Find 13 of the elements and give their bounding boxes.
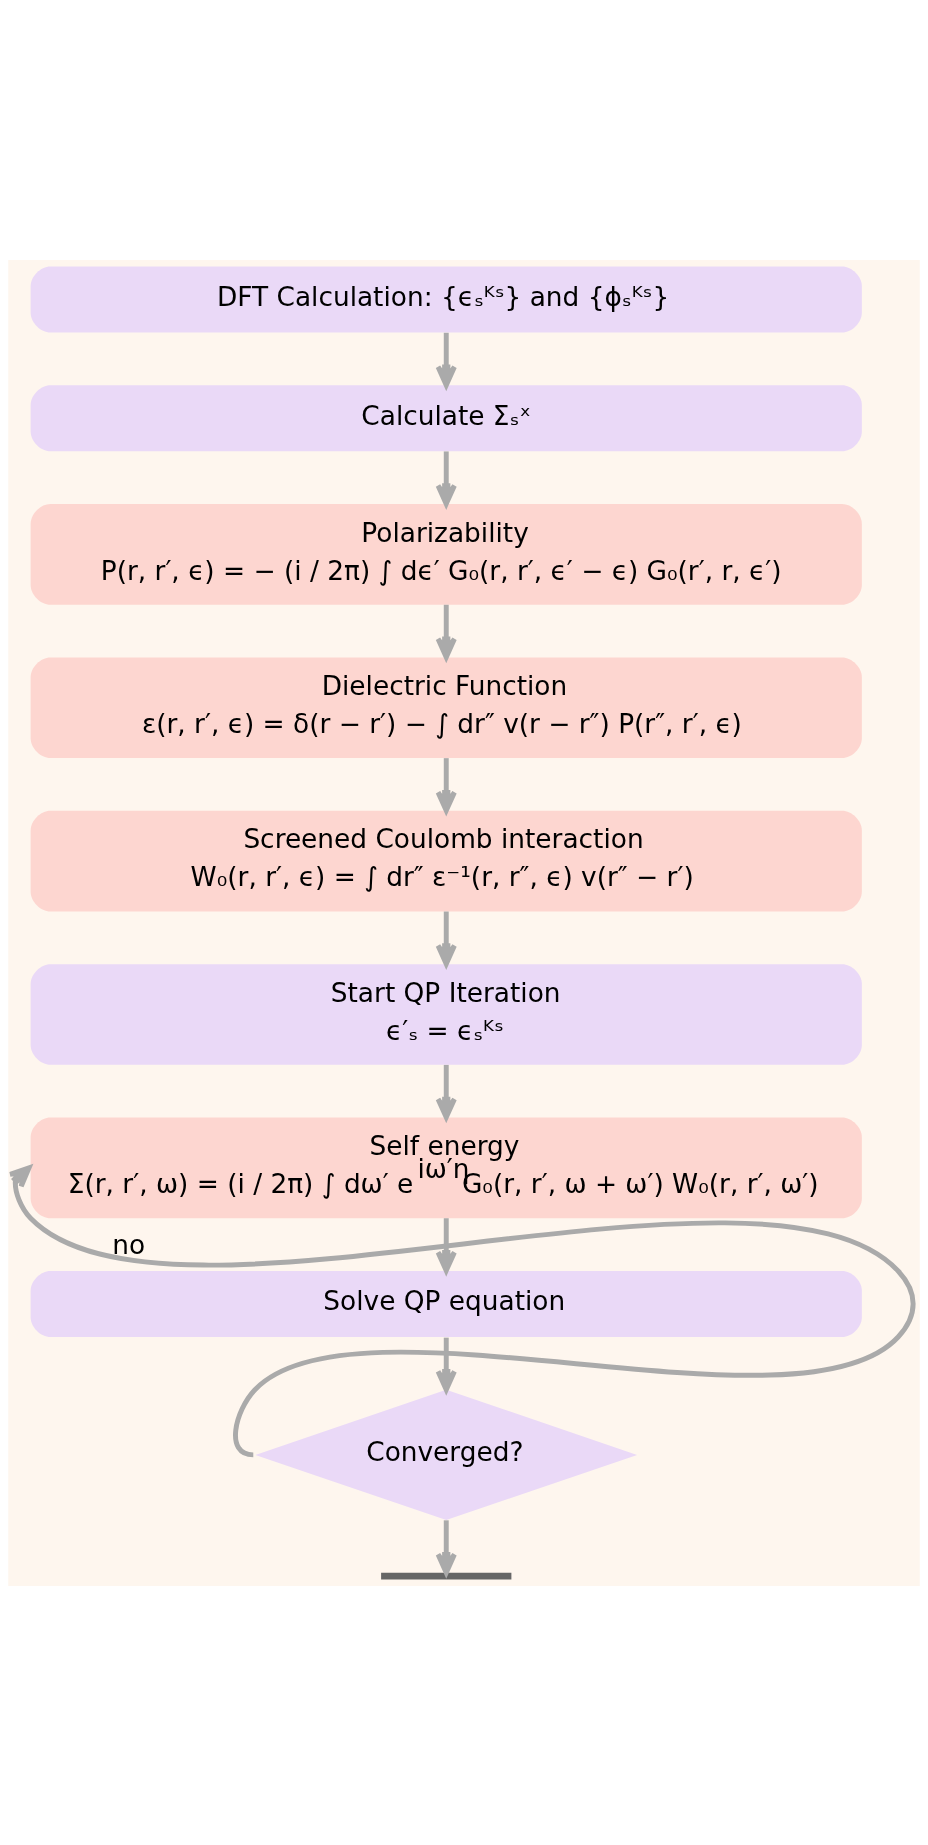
node-box: Start QP Iteration ϵ′ₛ = ϵₛᴷˢ [30, 963, 862, 1065]
node-box: Dielectric Function ε(r, r′, ϵ) = δ(r − r′) − ∫ dr″ v(r − r″) P(r″, r′, ϵ) [30, 656, 862, 758]
node-box: Polarizability P(r, r′, ϵ) = − (i / 2π) ∫ dϵ′ G₀(r, r′, ϵ′ − ϵ) G₀(r′, r, ϵ′) [30, 503, 862, 605]
node-bar [381, 1572, 512, 1579]
node-box: Solve QP equation [30, 1270, 862, 1337]
arrow [435, 604, 457, 660]
arrow [435, 332, 457, 388]
node-box: DFT Calculation: {ϵₛᴷˢ} and {ϕₛᴷˢ} [30, 266, 862, 333]
node-diamond: Converged? [255, 1389, 638, 1520]
node-box: Calculate Σₛˣ [30, 384, 862, 451]
edge-label: no [112, 1229, 146, 1260]
node-box: Screened Coulomb interaction W₀(r, r′, ϵ) = ∫ dr″ ε⁻¹(r, r″, ϵ) v(r″ − r′) [30, 810, 862, 911]
arrow [435, 1064, 457, 1120]
